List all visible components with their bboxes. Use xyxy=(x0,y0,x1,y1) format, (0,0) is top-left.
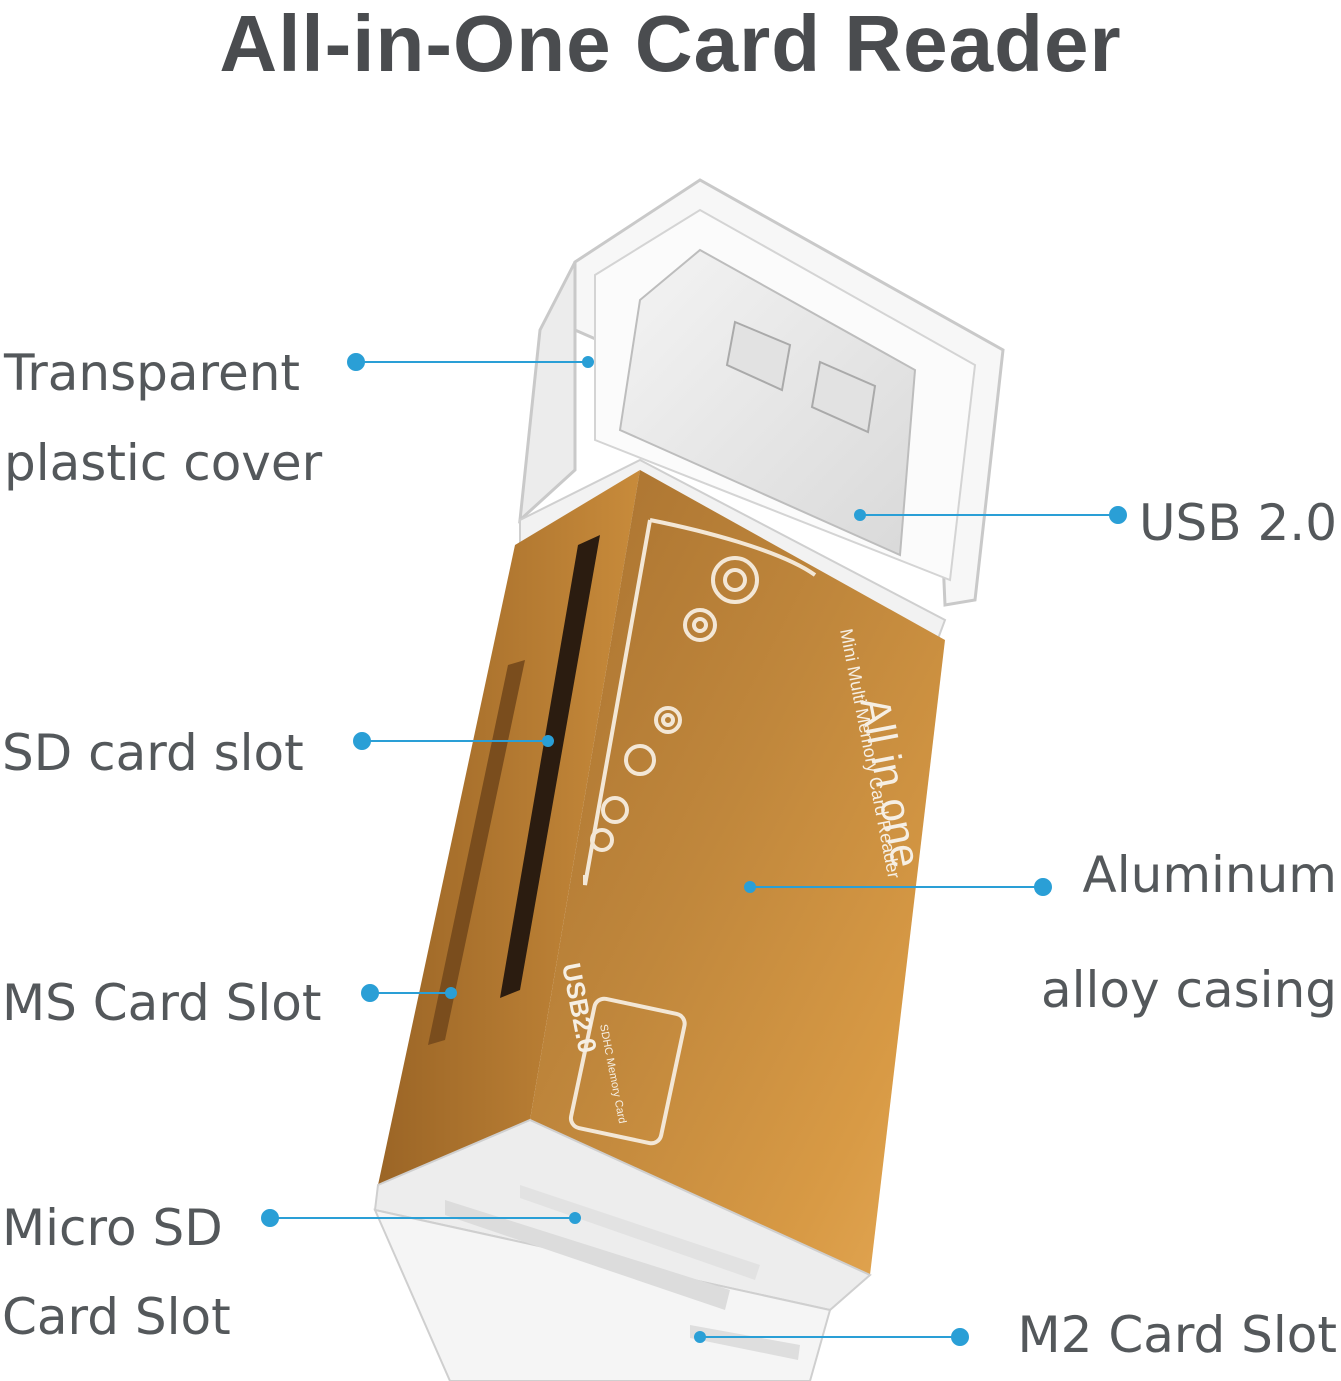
label-aluminum-line2: alloy casing xyxy=(1041,961,1337,1019)
bottom-end-cap xyxy=(373,1118,872,1381)
usb-connector xyxy=(618,248,917,557)
label-m2-slot: M2 Card Slot xyxy=(1017,1306,1337,1364)
sd-slot xyxy=(500,535,600,998)
m2-slot xyxy=(690,1325,800,1360)
decorative-swirls xyxy=(583,518,817,886)
label-transparent-cover-line1: Transparent xyxy=(4,344,301,402)
label-transparent-cover-line2: plastic cover xyxy=(4,434,323,492)
callout-lines xyxy=(261,353,1127,1346)
label-sd-slot: SD card slot xyxy=(2,724,304,782)
label-micro-sd-line1: Micro SD xyxy=(2,1199,223,1257)
ms-slot xyxy=(428,660,525,1045)
label-ms-slot: MS Card Slot xyxy=(2,974,322,1032)
label-usb: USB 2.0 xyxy=(1138,494,1337,552)
label-aluminum-line1: Aluminum xyxy=(1082,846,1337,904)
micro-sd-slot xyxy=(445,1200,730,1310)
page-title: All-in-One Card Reader xyxy=(219,0,1122,88)
sdhc-logo xyxy=(568,996,687,1146)
label-micro-sd-line2: Card Slot xyxy=(2,1288,231,1346)
aluminum-casing xyxy=(530,470,945,1275)
